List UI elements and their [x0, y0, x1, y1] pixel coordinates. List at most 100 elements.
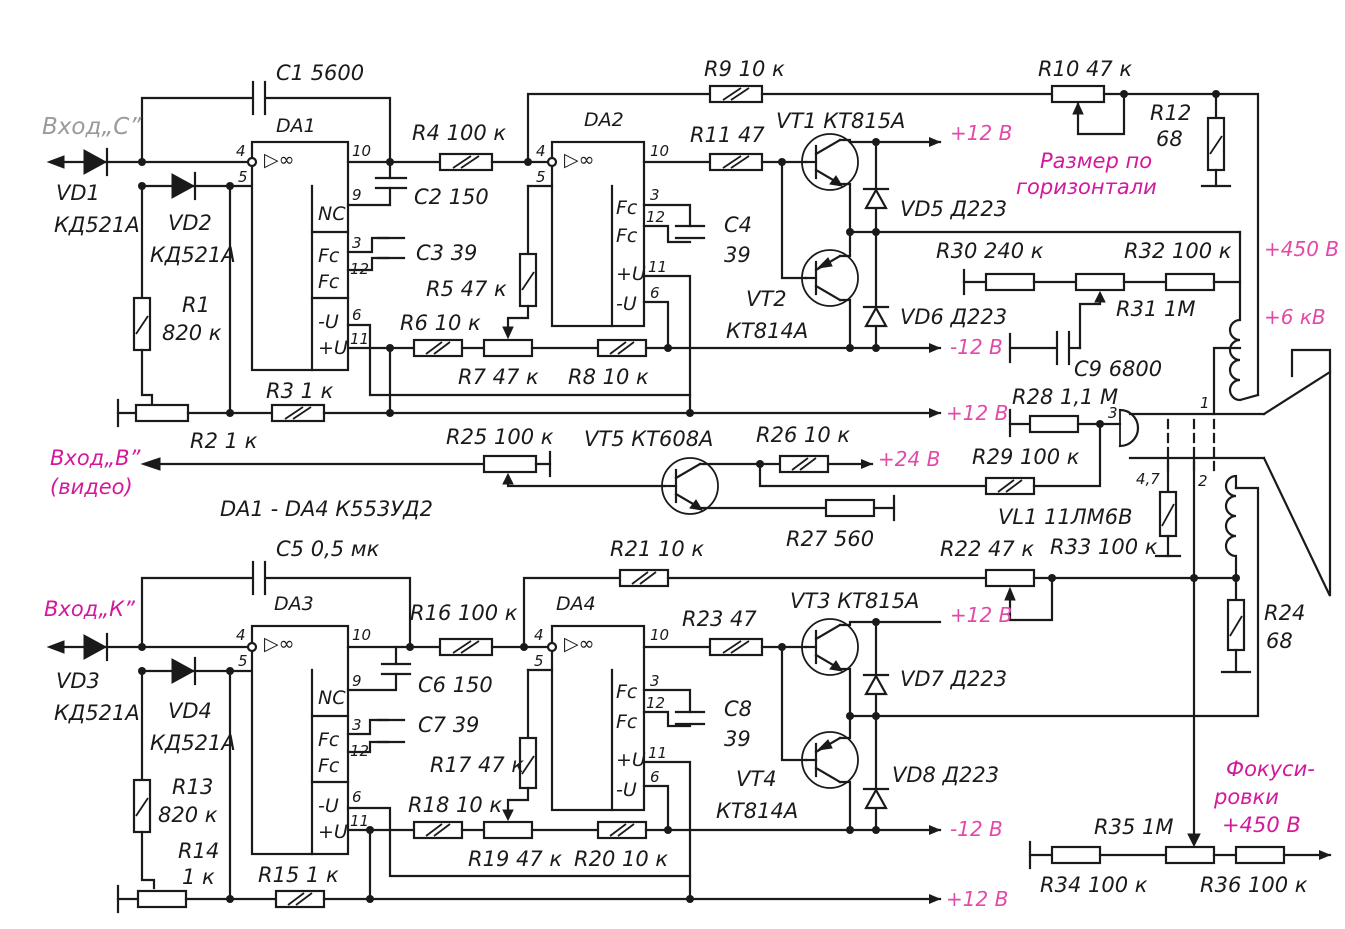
r7-label: R7 47 к	[458, 365, 539, 389]
da1-opamp	[250, 140, 350, 372]
da1-pin10: 10	[352, 142, 371, 160]
r29-label: R29 100 к	[972, 445, 1080, 469]
r8-resistor	[596, 338, 648, 358]
rail-p12-4: +12 В	[946, 887, 1008, 911]
focus-note-2: ровки	[1213, 785, 1279, 809]
chip-types-note: DA1 - DA4 К553УД2	[220, 497, 433, 521]
c4-label: C4	[724, 213, 752, 237]
da2-fc-b: Fc	[616, 225, 638, 247]
r20-resistor	[596, 820, 648, 840]
da2-symbol: ▷∞	[564, 149, 594, 171]
da3-pu: +U	[318, 821, 348, 843]
da3-nc: NC	[318, 687, 346, 709]
c4-value: 39	[724, 243, 751, 267]
r6-label: R6 10 к	[400, 311, 481, 335]
r27-resistor	[824, 498, 876, 518]
r31-label: R31 1М	[1116, 297, 1195, 321]
da4-pin4: 4	[534, 626, 544, 644]
focus-note-1: Фокуси-	[1226, 757, 1315, 781]
vd4-label: VD4	[168, 699, 212, 723]
r23-label: R23 47	[682, 607, 757, 631]
da4-fc-b: Fc	[616, 711, 638, 733]
r18-label: R18 10 к	[408, 793, 502, 817]
da1-pin5: 5	[238, 168, 248, 186]
r1-label: R1	[182, 293, 210, 317]
r29-resistor	[984, 476, 1036, 496]
da1-pu: +U	[318, 337, 348, 359]
deflection-coil-bottom	[1224, 474, 1238, 580]
vd3-diode	[83, 632, 109, 662]
da3-pin5: 5	[238, 652, 248, 670]
da1-pin9: 9	[352, 186, 362, 204]
da3-pin10: 10	[352, 626, 371, 644]
vt2-label: VT2	[746, 287, 787, 311]
r27-label: R27 560	[786, 527, 874, 551]
da3-pin12: 12	[350, 742, 369, 760]
da4-pin12: 12	[646, 694, 665, 712]
r14-label: R14	[178, 839, 219, 863]
r12-value: 68	[1156, 127, 1183, 151]
da1-label: DA1	[276, 115, 316, 137]
rail-p12-3: +12 В	[950, 603, 1012, 627]
rail-m12-1: -12 В	[950, 335, 1003, 359]
r6-resistor	[412, 338, 464, 358]
da3-pin3: 3	[352, 716, 362, 734]
c47-label: 4,7	[1136, 470, 1160, 488]
bottom-channel	[46, 474, 1332, 914]
r7-potentiometer	[482, 338, 534, 358]
r26-label: R26 10 к	[756, 423, 850, 447]
r21-label: R21 10 к	[610, 537, 704, 561]
vd7-label: VD7 Д223	[900, 667, 1007, 691]
r22-potentiometer	[984, 568, 1036, 588]
da4-pin11: 11	[648, 744, 667, 762]
r22-label: R22 47 к	[940, 537, 1034, 561]
r26-resistor	[778, 454, 830, 474]
c3-label: C3 39	[416, 241, 477, 265]
da1-pin6: 6	[352, 306, 362, 324]
r15-resistor	[274, 889, 326, 909]
da4-mu: -U	[616, 779, 637, 801]
da1-pin4: 4	[236, 142, 246, 160]
vd5-diode	[862, 187, 890, 210]
vd8-diode	[862, 787, 890, 810]
vd2-diode	[171, 171, 197, 201]
c8-label: C8	[724, 697, 752, 721]
da2-pin12: 12	[646, 208, 665, 226]
size-h-note-2: горизонтали	[1016, 175, 1157, 199]
da1-pin12: 12	[350, 260, 369, 278]
r3-resistor	[270, 403, 326, 423]
da4-symbol: ▷∞	[564, 633, 594, 655]
vd3-type: КД521А	[54, 701, 140, 725]
vt1-label: VT1 КТ815А	[776, 109, 905, 133]
r8-label: R8 10 к	[568, 365, 649, 389]
vd1-diode	[83, 147, 109, 177]
r11-resistor	[708, 152, 764, 172]
r4-resistor	[438, 152, 494, 172]
da3-symbol: ▷∞	[264, 633, 294, 655]
r2-potentiometer	[134, 403, 190, 423]
da4-pin3: 3	[650, 672, 660, 690]
vt4-label: VT4	[736, 767, 777, 791]
vt2-transistor	[801, 249, 859, 307]
da1-fc-b: Fc	[318, 271, 340, 293]
vd6-label: VD6 Д223	[900, 305, 1007, 329]
vd1-type: КД521А	[54, 213, 140, 237]
vd3-label: VD3	[56, 669, 100, 693]
r32-label: R32 100 к	[1124, 239, 1232, 263]
da4-pin6: 6	[650, 768, 660, 786]
vt4-transistor	[801, 731, 859, 789]
r25-potentiometer	[482, 454, 538, 474]
vl1-label: VL1 11ЛМ6В	[998, 505, 1133, 529]
vt5-transistor	[661, 457, 719, 515]
da2-fc-a: Fc	[616, 197, 638, 219]
rail-p12-2: +12 В	[946, 401, 1008, 425]
da2-label: DA2	[584, 109, 624, 131]
r3-label: R3 1 к	[266, 379, 334, 403]
rail-m12-2: -12 В	[950, 817, 1003, 841]
r9-label: R9 10 к	[704, 57, 785, 81]
da4-fc-a: Fc	[616, 681, 638, 703]
da3-opamp	[250, 624, 350, 856]
da1-symbol: ▷∞	[264, 149, 294, 171]
crt-pin1: 1	[1200, 394, 1210, 412]
